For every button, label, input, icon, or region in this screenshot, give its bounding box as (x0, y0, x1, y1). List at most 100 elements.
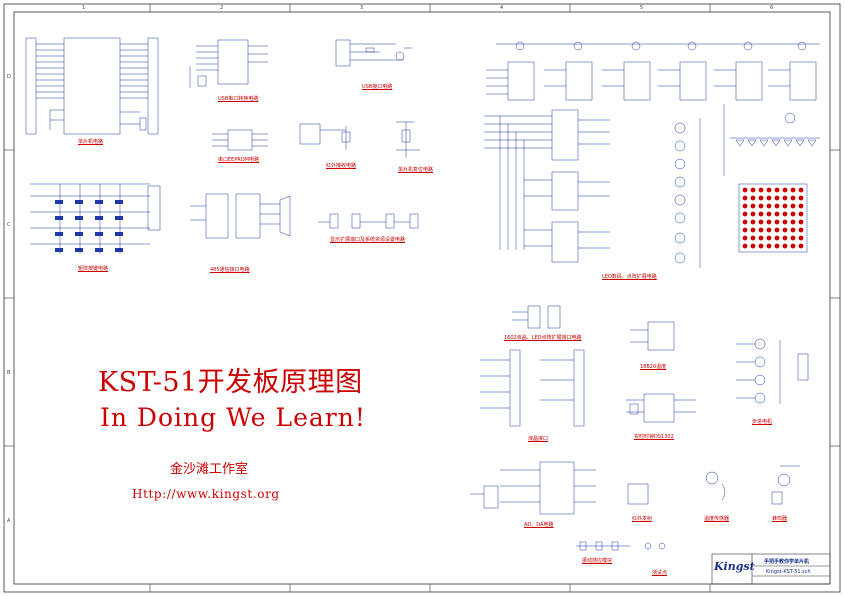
matrix-led (790, 219, 796, 225)
matrix-led (798, 243, 804, 249)
matrix-led (774, 211, 780, 217)
led-dot-matrix (738, 183, 808, 253)
row-letter: A (7, 518, 11, 524)
title-block (711, 553, 831, 585)
led-driver-column (674, 104, 725, 268)
label-adc: AD、DA电路 (524, 522, 554, 528)
rtc-block (626, 321, 696, 423)
matrix-led (782, 227, 788, 233)
matrix-led (750, 203, 756, 209)
matrix-led (774, 187, 780, 193)
decoder-chips (484, 109, 610, 263)
label-rs485: 485通信接口电路 (210, 267, 250, 273)
matrix-led (766, 187, 772, 193)
matrix-led (774, 235, 780, 241)
usb-port-block (335, 39, 412, 67)
matrix-led (782, 211, 788, 217)
studio-name: 金沙滩工作室 (170, 462, 249, 477)
column-number: 2 (220, 5, 224, 11)
keypad-switches (55, 200, 123, 252)
column-number: 6 (770, 5, 774, 11)
label-ir: 红外接收电路 (326, 163, 357, 169)
label-testpoint: 测试点 (652, 570, 668, 576)
matrix-led (750, 187, 756, 193)
label-motor: 步进电机 (752, 419, 773, 425)
matrix-led (782, 219, 788, 225)
row-letter: C (7, 222, 11, 228)
matrix-led (774, 195, 780, 201)
label-buzzer: 蜂鸣器 (772, 516, 788, 522)
matrix-led (790, 227, 796, 233)
matrix-led (758, 187, 764, 193)
matrix-led (742, 203, 748, 209)
label-mcu: 单片机电路 (78, 139, 104, 145)
label-vibration: 振动感应模块 (582, 558, 613, 564)
label-usb-serial: USB串口转换电路 (218, 96, 259, 102)
motor-block (736, 338, 809, 404)
matrix-led (758, 243, 764, 249)
matrix-led (774, 219, 780, 225)
eeprom-block (212, 129, 268, 151)
mcu-block (25, 37, 159, 135)
matrix-led (782, 187, 788, 193)
matrix-led (742, 235, 748, 241)
matrix-led (782, 235, 788, 241)
file-name: Kingst-KST-51.sch (766, 569, 811, 575)
matrix-led (766, 243, 772, 249)
matrix-led (766, 195, 772, 201)
label-lcd1602: 1602液晶、LED点阵扩展接口电路 (504, 335, 582, 341)
matrix-led (798, 235, 804, 241)
matrix-led (758, 203, 764, 209)
matrix-led (774, 203, 780, 209)
label-keypad: 矩阵按键电路 (78, 266, 109, 272)
matrix-led (790, 211, 796, 217)
matrix-led (750, 211, 756, 217)
label-eeprom: 串口EEPROM电路 (218, 157, 260, 163)
column-number: 4 (500, 5, 504, 11)
matrix-led (790, 235, 796, 241)
studio-url: Http://www.kingst.org (132, 487, 280, 501)
matrix-led (742, 211, 748, 217)
matrix-led (790, 187, 796, 193)
matrix-led (758, 219, 764, 225)
matrix-led (766, 203, 772, 209)
label-usb-port: USB接口电路 (362, 84, 393, 90)
label-rtc: 实时时钟DS1302 (634, 434, 674, 440)
matrix-led (774, 243, 780, 249)
sheet-subtitle: In Doing We Learn! (100, 403, 366, 432)
matrix-led (742, 195, 748, 201)
matrix-led (782, 203, 788, 209)
usb-serial-block (189, 39, 268, 88)
matrix-led (798, 227, 804, 233)
brand-logo: Kingst (714, 560, 755, 573)
adda-block (470, 461, 596, 515)
column-number: 3 (360, 5, 364, 11)
label-led-matrix: LED数码、点阵扩展电路 (602, 274, 657, 280)
dot-matrix-frame (738, 183, 808, 253)
matrix-led (750, 235, 756, 241)
matrix-led (790, 195, 796, 201)
transistor-row (515, 41, 807, 51)
matrix-led (750, 227, 756, 233)
label-temp: 温度传感器 (704, 516, 730, 522)
seven-segment-row (486, 43, 820, 101)
column-number: 1 (82, 5, 86, 11)
matrix-led (782, 243, 788, 249)
matrix-led (742, 243, 748, 249)
label-expansion: 显示扩展端口及系统资源设置电路 (330, 237, 406, 243)
rs485-block (190, 193, 291, 239)
matrix-led (758, 195, 764, 201)
matrix-led (758, 235, 764, 241)
frame-ticks (4, 4, 840, 592)
matrix-led (798, 187, 804, 193)
expansion-block (318, 213, 419, 229)
row-letter: B (7, 370, 11, 376)
lcd-port-block (480, 349, 585, 427)
label-ir-send: 红外发射 (632, 516, 653, 522)
matrix-led (750, 195, 756, 201)
column-number: 5 (640, 5, 644, 11)
sheet-title: KST-51开发板原理图 (98, 367, 363, 398)
matrix-led (774, 227, 780, 233)
label-reset: 单片机复位电路 (398, 167, 434, 173)
